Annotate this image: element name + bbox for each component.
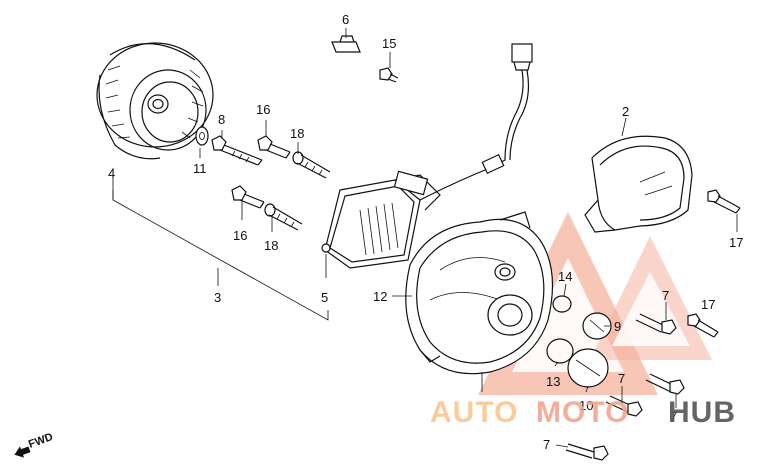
callout-5: 5 [321, 290, 328, 305]
callout-17a: 17 [729, 235, 743, 250]
bolt-17-lower [687, 313, 719, 338]
bolt-17-upper [707, 189, 741, 214]
bolt-7-b [645, 373, 685, 395]
callout-7c: 7 [670, 409, 677, 424]
wire-harness [419, 43, 533, 201]
callout-13: 13 [546, 374, 560, 389]
callout-16b: 16 [233, 228, 247, 243]
callout-11: 11 [193, 161, 207, 176]
clamp-bolt [379, 67, 399, 83]
fwd-label: FWD [27, 431, 55, 451]
callout-12: 12 [373, 289, 387, 304]
rear-cover-plate [584, 135, 693, 233]
rotor-bolt [211, 135, 263, 166]
wire-clamp [331, 35, 361, 53]
callout-2: 2 [622, 104, 629, 119]
bolt-16-upper [257, 135, 291, 159]
watermark-text-moto: MOTO [536, 396, 629, 429]
callout-labels: 2 3 4 5 6 7 7 7 7 8 9 10 11 12 13 14 15 … [108, 12, 743, 452]
callout-7d: 7 [543, 437, 550, 452]
callout-4: 4 [108, 166, 115, 181]
callout-14: 14 [558, 269, 572, 284]
bolt-16-lower [231, 185, 265, 209]
watermark-text: AUTO MOTO HUB [430, 396, 736, 429]
bolt-7-c [605, 395, 643, 417]
o-ring-large [546, 338, 574, 364]
inspection-cap-small [582, 312, 612, 340]
flywheel-rotor [96, 42, 214, 160]
bolt-7-d [565, 443, 609, 461]
washer [195, 126, 209, 146]
stator-coil [321, 170, 441, 269]
watermark-text-hub: HUB [668, 396, 736, 429]
callout-16a: 16 [256, 102, 270, 117]
crankcase-cover [405, 211, 554, 375]
callout-3: 3 [214, 290, 221, 305]
callout-7a: 7 [662, 288, 669, 303]
screw-18-lower [264, 203, 303, 231]
bolt-7-a [635, 313, 677, 335]
watermark-triangle-inner [512, 258, 624, 372]
callout-9: 9 [614, 319, 621, 334]
callout-17b: 17 [701, 297, 715, 312]
callout-15: 15 [382, 36, 396, 51]
forward-direction-mark: FWD [14, 431, 55, 458]
callout-18a: 18 [290, 126, 304, 141]
callout-18b: 18 [264, 238, 278, 253]
inspection-cap-large [567, 348, 609, 388]
leader-lines [112, 28, 738, 448]
callout-10: 10 [579, 398, 593, 413]
callout-6: 6 [342, 12, 349, 27]
watermark-text-auto: AUTO [430, 396, 518, 429]
callout-7b: 7 [618, 371, 625, 386]
callout-8: 8 [218, 112, 225, 127]
screw-18-upper [292, 151, 331, 179]
o-ring-small [552, 295, 572, 313]
fwd-arrow-icon [14, 446, 31, 458]
